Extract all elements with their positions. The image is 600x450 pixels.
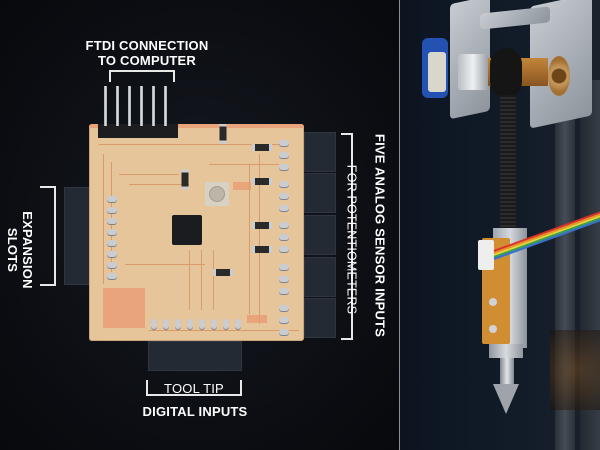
analog-pad — [279, 181, 289, 187]
analog-pad — [279, 329, 289, 335]
resistor — [252, 178, 272, 185]
trace — [213, 250, 214, 310]
ftdi-pin — [164, 86, 167, 126]
analog-pad — [279, 193, 289, 199]
resistor — [213, 269, 233, 276]
expansion-pad — [107, 273, 117, 279]
expansion-pad — [107, 218, 117, 224]
brass-bushing — [548, 56, 570, 96]
tool-tip-label: TOOL TIP — [164, 381, 224, 396]
analog-pad — [279, 152, 289, 158]
resistor — [252, 246, 272, 253]
ground-pad — [103, 288, 145, 328]
digital-inputs-label: DIGITAL INPUTS — [142, 404, 248, 419]
digital-input-pad — [211, 319, 217, 329]
resistor — [219, 124, 227, 144]
digital-input-pad — [175, 319, 181, 329]
expansion-slots-label: EXPANSION SLOTS — [5, 211, 35, 289]
analog-pad — [279, 205, 289, 211]
digital-input-pad — [235, 319, 241, 329]
trace — [189, 250, 190, 310]
digital-input-pad — [223, 319, 229, 329]
trace — [129, 184, 189, 185]
copper-edge — [89, 124, 304, 128]
trace — [259, 154, 260, 324]
analog-pad — [279, 222, 289, 228]
trace — [99, 144, 289, 145]
ftdi-label-line-2: TO COMPUTER — [97, 53, 197, 68]
analog-pad — [279, 305, 289, 311]
reset-button — [205, 182, 229, 206]
digital-input-pad — [199, 319, 205, 329]
ftdi-pin — [128, 86, 131, 126]
analog-connector-5 — [304, 298, 336, 338]
panel-divider — [399, 0, 400, 450]
stylus-tip — [493, 384, 519, 414]
trace — [111, 162, 112, 272]
trace — [119, 174, 179, 175]
tool-mount-photo-panel — [400, 0, 600, 450]
pcb-board — [89, 124, 304, 341]
analog-pad — [279, 140, 289, 146]
ftdi-pin — [152, 86, 155, 126]
blurred-object — [550, 330, 600, 410]
copper-pad — [247, 315, 267, 323]
digital-input-pad — [163, 319, 169, 329]
trace — [201, 250, 202, 310]
threaded-rod — [500, 95, 516, 235]
resistor — [252, 222, 272, 229]
trace — [209, 164, 279, 165]
analog-connector-1 — [304, 132, 336, 172]
digital-input-pad — [151, 319, 157, 329]
rod-end — [490, 48, 522, 98]
cable-connector — [478, 240, 494, 270]
for-potentiometers-label: FOR POTENTIOMETERS — [344, 164, 359, 315]
ftdi-label-line-1: FTDI CONNECTION — [85, 38, 209, 53]
solder-pad — [489, 298, 497, 306]
trace — [103, 154, 104, 284]
analog-pad — [279, 264, 289, 270]
analog-pad — [279, 276, 289, 282]
analog-pad — [279, 234, 289, 240]
analog-pad — [279, 317, 289, 323]
resistor — [252, 144, 272, 151]
trace — [149, 330, 299, 331]
analog-connector-3 — [304, 215, 336, 255]
nut-stack — [458, 54, 488, 90]
expansion-bracket — [40, 186, 56, 286]
ftdi-pin — [104, 86, 107, 126]
analog-connector-4 — [304, 257, 336, 297]
knob-label — [428, 52, 446, 92]
analog-pad — [279, 246, 289, 252]
ftdi-bracket — [109, 70, 175, 82]
expansion-pad — [107, 251, 117, 257]
analog-pad — [279, 164, 289, 170]
tip-shaft — [500, 358, 514, 386]
expansion-pad — [107, 262, 117, 268]
digital-input-pad — [187, 319, 193, 329]
copper-pad — [233, 182, 251, 190]
ftdi-pin — [140, 86, 143, 126]
ftdi-pin — [116, 86, 119, 126]
expansion-pad — [107, 240, 117, 246]
tool-tip-bracket — [146, 380, 242, 396]
lock-nut — [489, 344, 523, 358]
expansion-pad — [107, 196, 117, 202]
trace — [125, 264, 205, 265]
pcb-photo-panel: FTDI CONNECTION TO COMPUTER EXPANSION SL… — [0, 0, 399, 450]
microcontroller-chip — [172, 215, 202, 245]
analog-bracket — [341, 133, 353, 340]
solder-pad — [489, 325, 497, 333]
ftdi-header — [98, 124, 178, 138]
expansion-pad — [107, 207, 117, 213]
trace — [249, 164, 250, 314]
tool-tip-connector — [148, 341, 242, 371]
analog-connector-2 — [304, 173, 336, 213]
ftdi-label: FTDI CONNECTION TO COMPUTER — [72, 38, 222, 68]
expansion-pad — [107, 229, 117, 235]
expansion-slot-connector — [64, 187, 92, 285]
analog-pad — [279, 288, 289, 294]
five-analog-sensor-inputs-label: FIVE ANALOG SENSOR INPUTS — [372, 133, 388, 338]
resistor — [181, 169, 189, 190]
